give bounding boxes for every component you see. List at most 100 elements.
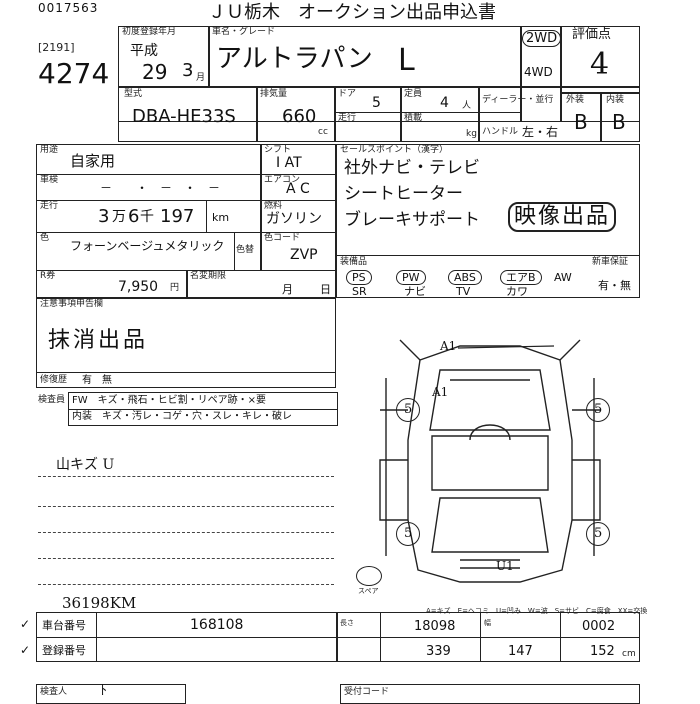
footer-left-label: 検査人 <box>40 687 68 697</box>
drive-4wd: 4WD <box>524 65 553 79</box>
inspector-note: 山キズ U <box>56 457 115 473</box>
dealer-label: ディーラー・並行 <box>482 95 554 105</box>
car-name-label: 車名・グレード <box>212 27 276 37</box>
sales-line-3: ブレーキサポート <box>344 210 480 230</box>
load-label: 積載 <box>404 113 423 123</box>
usage-value: 自家用 <box>70 152 116 170</box>
aircon-label: エアコン <box>264 175 301 185</box>
odometer-man-unit: 万 <box>112 209 126 225</box>
check-mark-1: ✓ <box>20 617 31 631</box>
shift-value: I AT <box>276 155 302 171</box>
lot-number: 4274 <box>38 57 110 90</box>
inspection-value: － ・ － ・ － <box>100 181 221 195</box>
odometer-unit: km <box>212 211 230 224</box>
length-value: 339 <box>426 644 451 659</box>
capacity-value: 4 <box>440 95 449 111</box>
spare-tire-icon <box>356 566 382 586</box>
color-code-value: ZVP <box>290 247 318 263</box>
mark-5-left-front-text: 5 <box>404 402 413 417</box>
reg-month-unit: 月 <box>196 73 206 83</box>
score-value: 4 <box>590 47 610 82</box>
document-title: ＪＵ栃木 オークション出品申込書 <box>208 2 496 23</box>
capacity-label: 定員 <box>404 89 423 99</box>
dims-value-1: 18098 <box>414 619 456 634</box>
top-info-frame <box>118 26 640 122</box>
odometer-label: 走行 <box>40 201 59 211</box>
model-label: 型式 <box>124 89 143 99</box>
notes-value: 抹消出品 <box>48 328 149 353</box>
recycle-label: R券 <box>40 271 56 281</box>
car-name: アルトラパン <box>216 44 373 74</box>
form-code: [2191] <box>38 41 75 54</box>
model-value: DBA-HE33S <box>132 106 236 127</box>
options-label: 装備品 <box>340 257 368 267</box>
serial-number: 0017563 <box>38 1 99 15</box>
inspection-label: 車検 <box>40 175 59 185</box>
dims-label-2: 幅 <box>484 619 491 627</box>
odometer-rest: 197 <box>160 206 195 227</box>
odometer-sen: 6 <box>128 206 140 227</box>
option-navi: ナビ <box>404 285 426 298</box>
option-abs: ABS <box>448 270 482 285</box>
interior-label: 内装 <box>606 95 625 105</box>
mark-5-right-front-text: 5 <box>594 402 603 417</box>
usage-label: 用途 <box>40 145 59 155</box>
shift-label: シフト <box>264 145 292 155</box>
mark-a1-side: A1 <box>432 385 449 399</box>
dims-label-1: 長さ <box>340 619 354 627</box>
color-change-label: 色替 <box>236 245 255 255</box>
height-unit: cm <box>622 649 636 659</box>
option-airbag: エアB <box>500 270 542 285</box>
aircon-value: A C <box>286 181 310 197</box>
name-change-label: 名変期限 <box>190 271 227 281</box>
mark-u1: U1 <box>496 559 514 573</box>
option-pw: PW <box>396 270 426 285</box>
exterior-row: FW キズ・飛石・ヒビ割・リペア跡・×要 <box>72 395 267 406</box>
displacement-label: 排気量 <box>260 89 288 99</box>
option-aw: AW <box>554 271 572 284</box>
displacement-unit: cc <box>318 127 328 137</box>
sales-label: セールスポイント（漢字） <box>340 145 449 155</box>
dims-value-2: 0002 <box>582 619 616 634</box>
registration-label: 登録番号 <box>42 644 86 657</box>
sales-points-frame <box>336 144 640 256</box>
reg-label: 初度登録年月 <box>122 27 177 37</box>
interior-value: B <box>612 110 626 134</box>
fuel-label: 燃料 <box>264 201 283 211</box>
doors-value: 5 <box>372 95 381 111</box>
chassis-value: 168108 <box>190 617 244 633</box>
odometer-sen-unit: 千 <box>140 209 154 225</box>
name-change-day: 日 <box>320 283 331 296</box>
score-label: 評価点 <box>572 27 612 42</box>
recycle-unit: 円 <box>170 283 180 293</box>
car-damage-diagram <box>379 339 601 583</box>
mark-5-left-front <box>396 398 420 422</box>
repair-value: 有 無 <box>82 375 112 386</box>
option-tv: TV <box>456 285 471 298</box>
handle-label: ハンドル <box>482 127 519 137</box>
new-car-value: 有・無 <box>598 279 631 292</box>
mark-5-left-rear-text: 5 <box>404 526 413 541</box>
reg-year: 29 <box>142 60 168 84</box>
notes-frame <box>36 298 336 388</box>
footer-left-value: ﾄ <box>100 683 107 699</box>
option-ps: PS <box>346 270 372 285</box>
kg-unit: kg <box>466 129 477 139</box>
reg-month: 3 <box>182 60 194 81</box>
color-label: 色 <box>40 233 50 243</box>
notes-label: 注意事項申告欄 <box>40 299 104 309</box>
color-code-label: 色コード <box>264 233 301 243</box>
option-leather: カワ <box>506 285 528 298</box>
spare-label: スペア <box>358 587 379 595</box>
name-change-unit: 月 <box>282 283 293 296</box>
inspector-label: 検査員 <box>38 395 66 405</box>
sales-line-1: 社外ナビ・テレビ <box>344 158 480 178</box>
mileage-small-label: 走行 <box>338 113 357 123</box>
mark-5-right-rear <box>586 522 610 546</box>
footer-right-label: 受付コード <box>344 687 390 697</box>
car-grade: L <box>398 43 415 78</box>
check-mark-2: ✓ <box>20 643 31 657</box>
new-car-label: 新車保証 <box>592 257 629 267</box>
options-frame <box>336 256 640 298</box>
sales-line-2: シートヒーター <box>344 184 463 204</box>
